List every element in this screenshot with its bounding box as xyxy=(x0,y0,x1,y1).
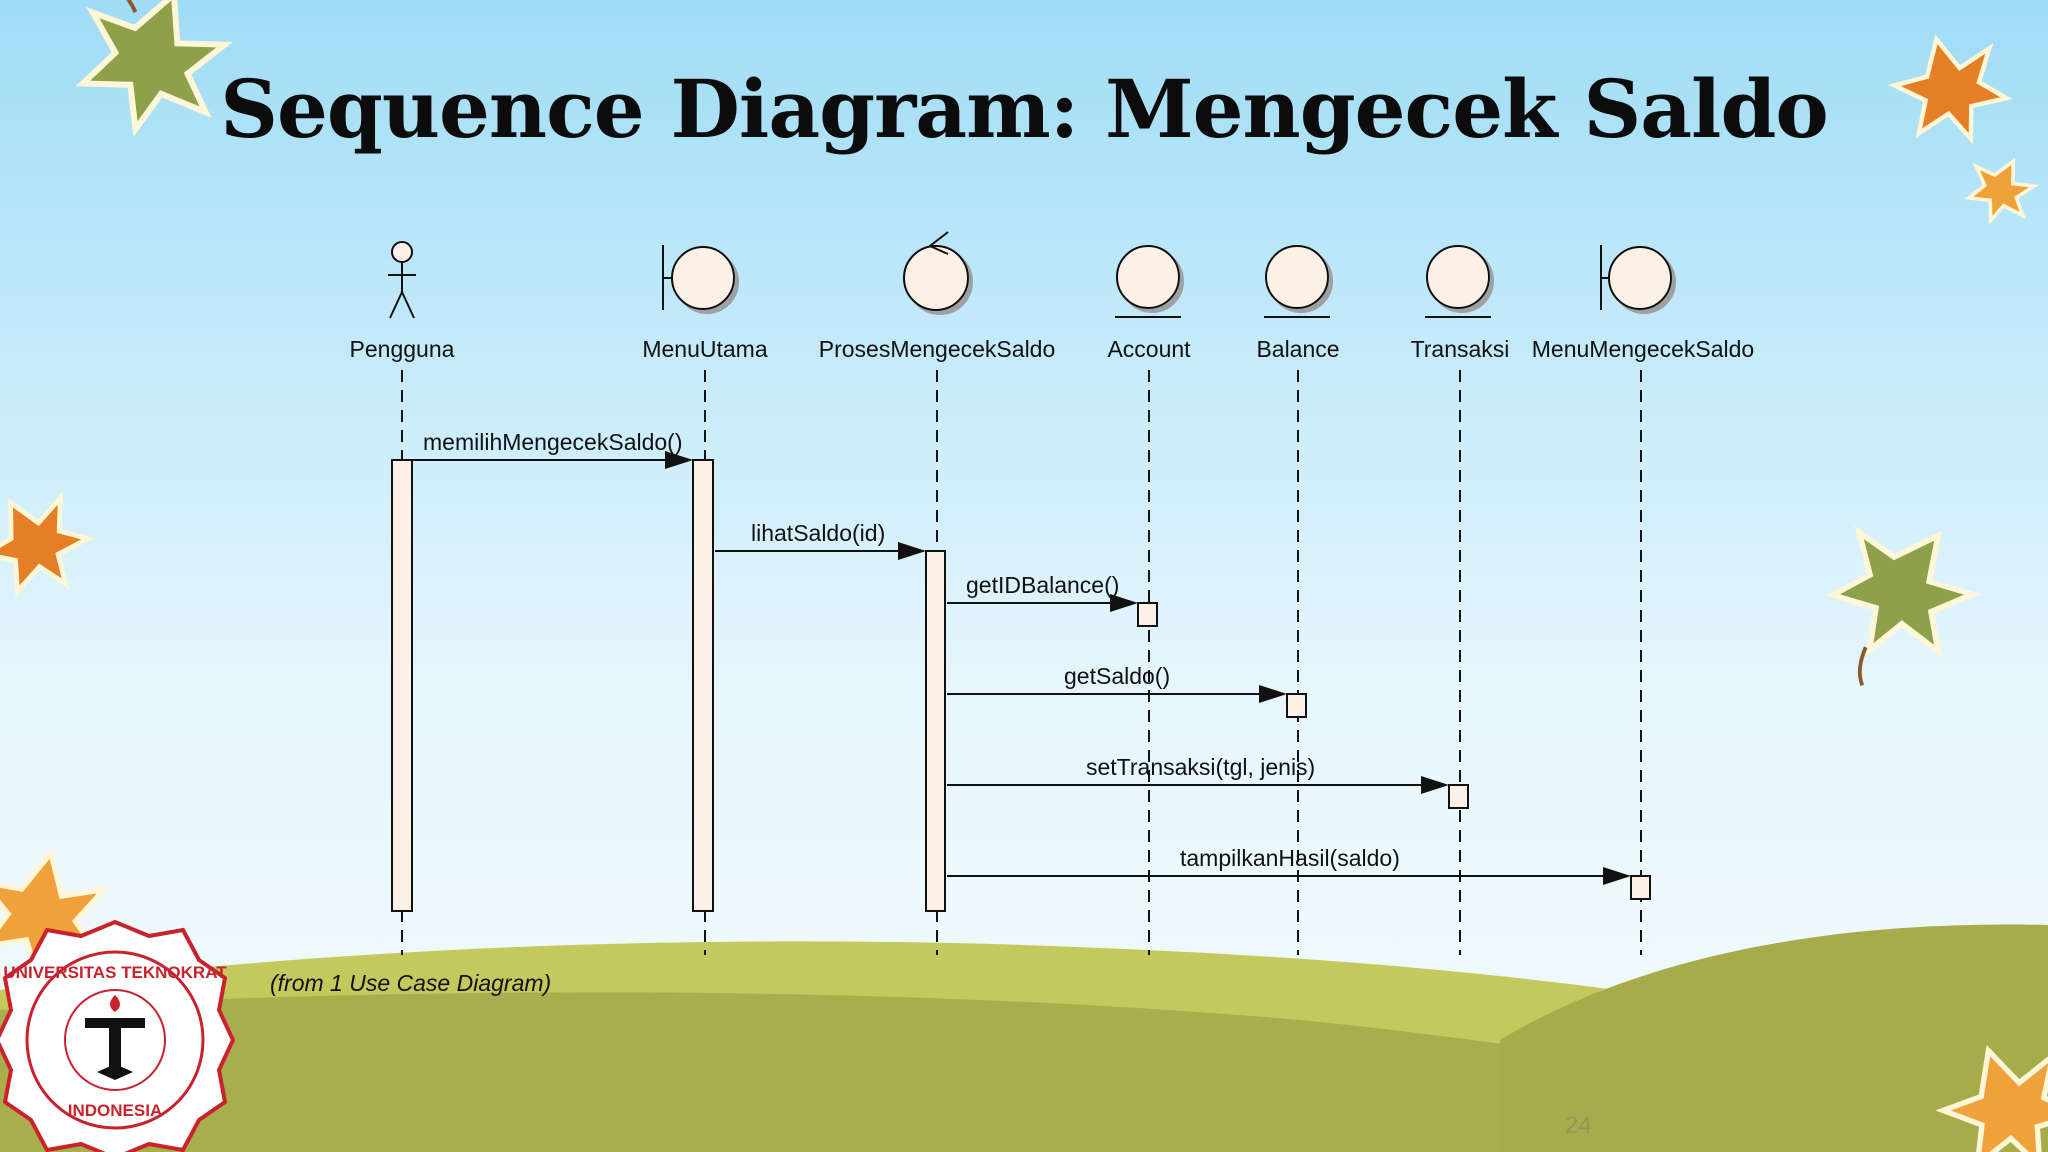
message-label: getSaldo() xyxy=(1064,663,1170,689)
lifeline-label-balance: Balance xyxy=(1256,336,1339,362)
page-number: 24 xyxy=(1565,1112,1592,1139)
maple-leaf-icon xyxy=(1825,525,1981,687)
entity-icon xyxy=(1115,245,1181,318)
lifeline-label-menuutama: MenuUtama xyxy=(642,336,767,362)
message-arrows xyxy=(412,459,1604,877)
diagram-footnote: (from 1 Use Case Diagram) xyxy=(270,970,552,996)
entity-icon xyxy=(1264,245,1330,318)
hill-right xyxy=(1500,924,2048,1152)
lifeline-label-menumengeceksaldo: MenuMengecekSaldo xyxy=(1532,336,1754,362)
lifeline-label-prosesmengeceksaldo: ProsesMengecekSaldo xyxy=(819,336,1056,362)
lifeline-label-pengguna: Pengguna xyxy=(350,336,455,362)
message-label: tampilkanHasil(saldo) xyxy=(1180,845,1400,871)
entity-icon xyxy=(1425,245,1491,318)
control-icon xyxy=(903,231,969,311)
message-label: getIDBalance() xyxy=(966,572,1119,598)
maple-leaf-icon xyxy=(1887,34,2013,145)
activation-bars xyxy=(391,459,1651,912)
svg-text:UNIVERSITAS TEKNOKRAT: UNIVERSITAS TEKNOKRAT xyxy=(3,963,227,982)
maple-leaf-icon xyxy=(0,491,95,598)
lifeline-label-account: Account xyxy=(1107,336,1191,362)
maple-leaf-icon xyxy=(75,0,234,138)
slide-title: Sequence Diagram: Mengecek Saldo xyxy=(220,62,1829,156)
arrowheads xyxy=(665,451,1631,885)
university-logo: UNIVERSITAS TEKNOKRAT INDONESIA xyxy=(0,919,236,1152)
maple-leaf-icon xyxy=(1964,157,2040,226)
lifeline-label-transaksi: Transaksi xyxy=(1411,336,1510,362)
maple-leaf-icon xyxy=(1935,1045,2048,1152)
svg-text:INDONESIA: INDONESIA xyxy=(68,1101,162,1120)
message-label: memilihMengecekSaldo() xyxy=(423,429,683,455)
message-label: lihatSaldo(id) xyxy=(751,520,885,546)
boundary-icon xyxy=(662,245,735,310)
boundary-icon xyxy=(1600,245,1672,310)
lifelines xyxy=(401,370,1642,955)
message-label: setTransaksi(tgl, jenis) xyxy=(1086,754,1315,780)
actor-icon xyxy=(388,241,416,319)
